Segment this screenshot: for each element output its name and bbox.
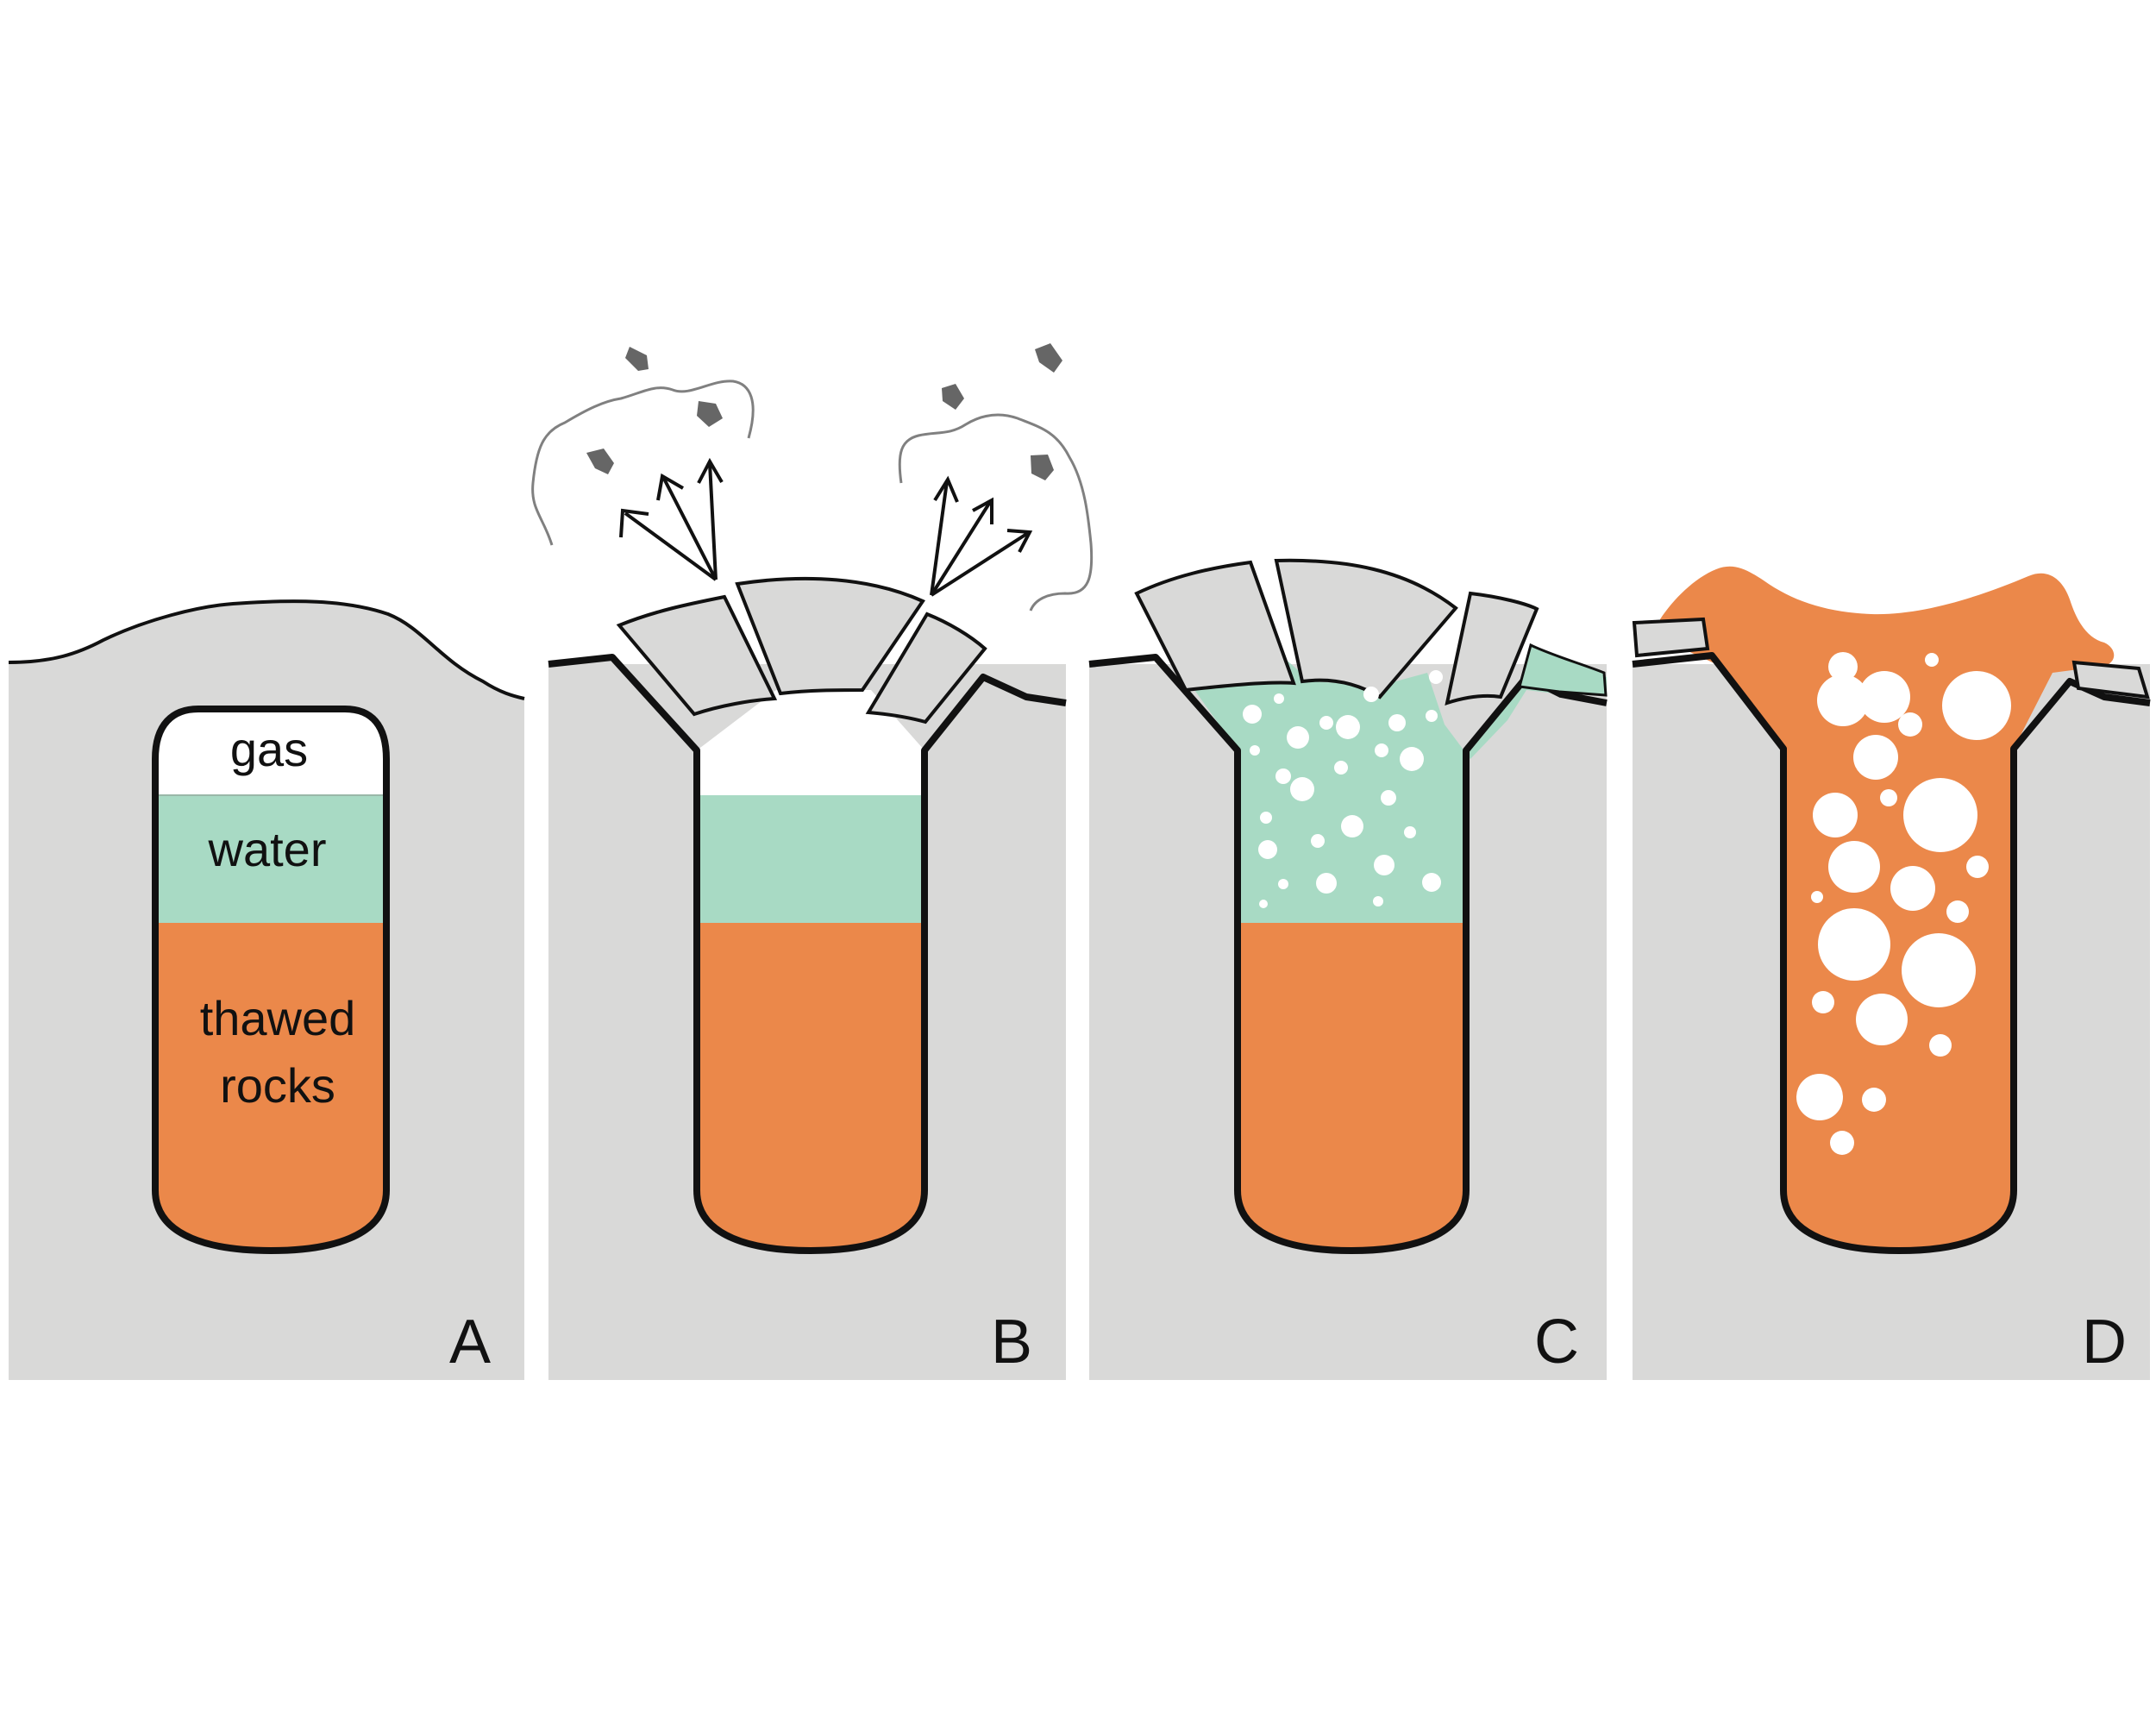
- ground-surface-line: [8, 599, 525, 700]
- debris-fragment: [942, 384, 964, 410]
- cavity-outline: [152, 706, 390, 1255]
- cavity-outline: [548, 654, 1067, 1254]
- panel-letter-c: C: [1534, 1308, 1579, 1377]
- rocks-label: rocks: [220, 1058, 335, 1113]
- ejection-arrows-left: [619, 457, 724, 581]
- thawed-label: thawed: [200, 991, 356, 1045]
- cavity-gas: [697, 690, 924, 795]
- panel-b: B: [531, 343, 1094, 1380]
- water-spill-right: [1518, 643, 1608, 697]
- cavity-outline: [1632, 652, 2151, 1254]
- debris-fragment: [586, 448, 614, 474]
- panel-letter-a: A: [449, 1308, 491, 1377]
- panel-a: gas water thawed rocks A: [8, 599, 525, 1380]
- ground-block-center: [1274, 558, 1458, 699]
- thawed-rocks-layer: [155, 923, 386, 1251]
- ground-block-left: [616, 594, 778, 717]
- cavity-outline: [1088, 654, 1608, 1254]
- water-label: water: [208, 822, 327, 876]
- debris-fragment: [1035, 343, 1062, 373]
- ground-block-center: [735, 576, 925, 696]
- smoke-plume-left: [531, 380, 755, 546]
- debris-fragment: [1031, 455, 1054, 480]
- water-layer: [155, 795, 386, 923]
- thawed-rocks-layer: [697, 923, 924, 1251]
- gas-bubbles: [1243, 670, 1443, 908]
- gas-bubbles: [1796, 652, 2011, 1155]
- ground-block-left: [1134, 560, 1296, 693]
- ground-block-right: [1445, 591, 1539, 706]
- panel-c: C: [1088, 558, 1608, 1380]
- gas-layer: [155, 709, 386, 795]
- thawed-rocks-layer: [1238, 923, 1466, 1251]
- smoke-plume-right: [898, 413, 1094, 612]
- water-layer: [697, 795, 924, 923]
- ground-block-right: [2071, 660, 2150, 699]
- ground-block-right: [865, 612, 987, 724]
- erupted-thawed-rocks: [1660, 566, 2115, 1251]
- panel-letter-d: D: [2082, 1308, 2127, 1377]
- ground-block-left: [1632, 617, 1710, 658]
- panel-letter-b: B: [991, 1308, 1032, 1377]
- ejection-arrows-right: [930, 475, 1033, 597]
- panel-d: D: [1632, 566, 2151, 1380]
- debris-fragment: [625, 347, 649, 371]
- gas-label: gas: [230, 722, 308, 776]
- debris-fragment: [697, 401, 723, 427]
